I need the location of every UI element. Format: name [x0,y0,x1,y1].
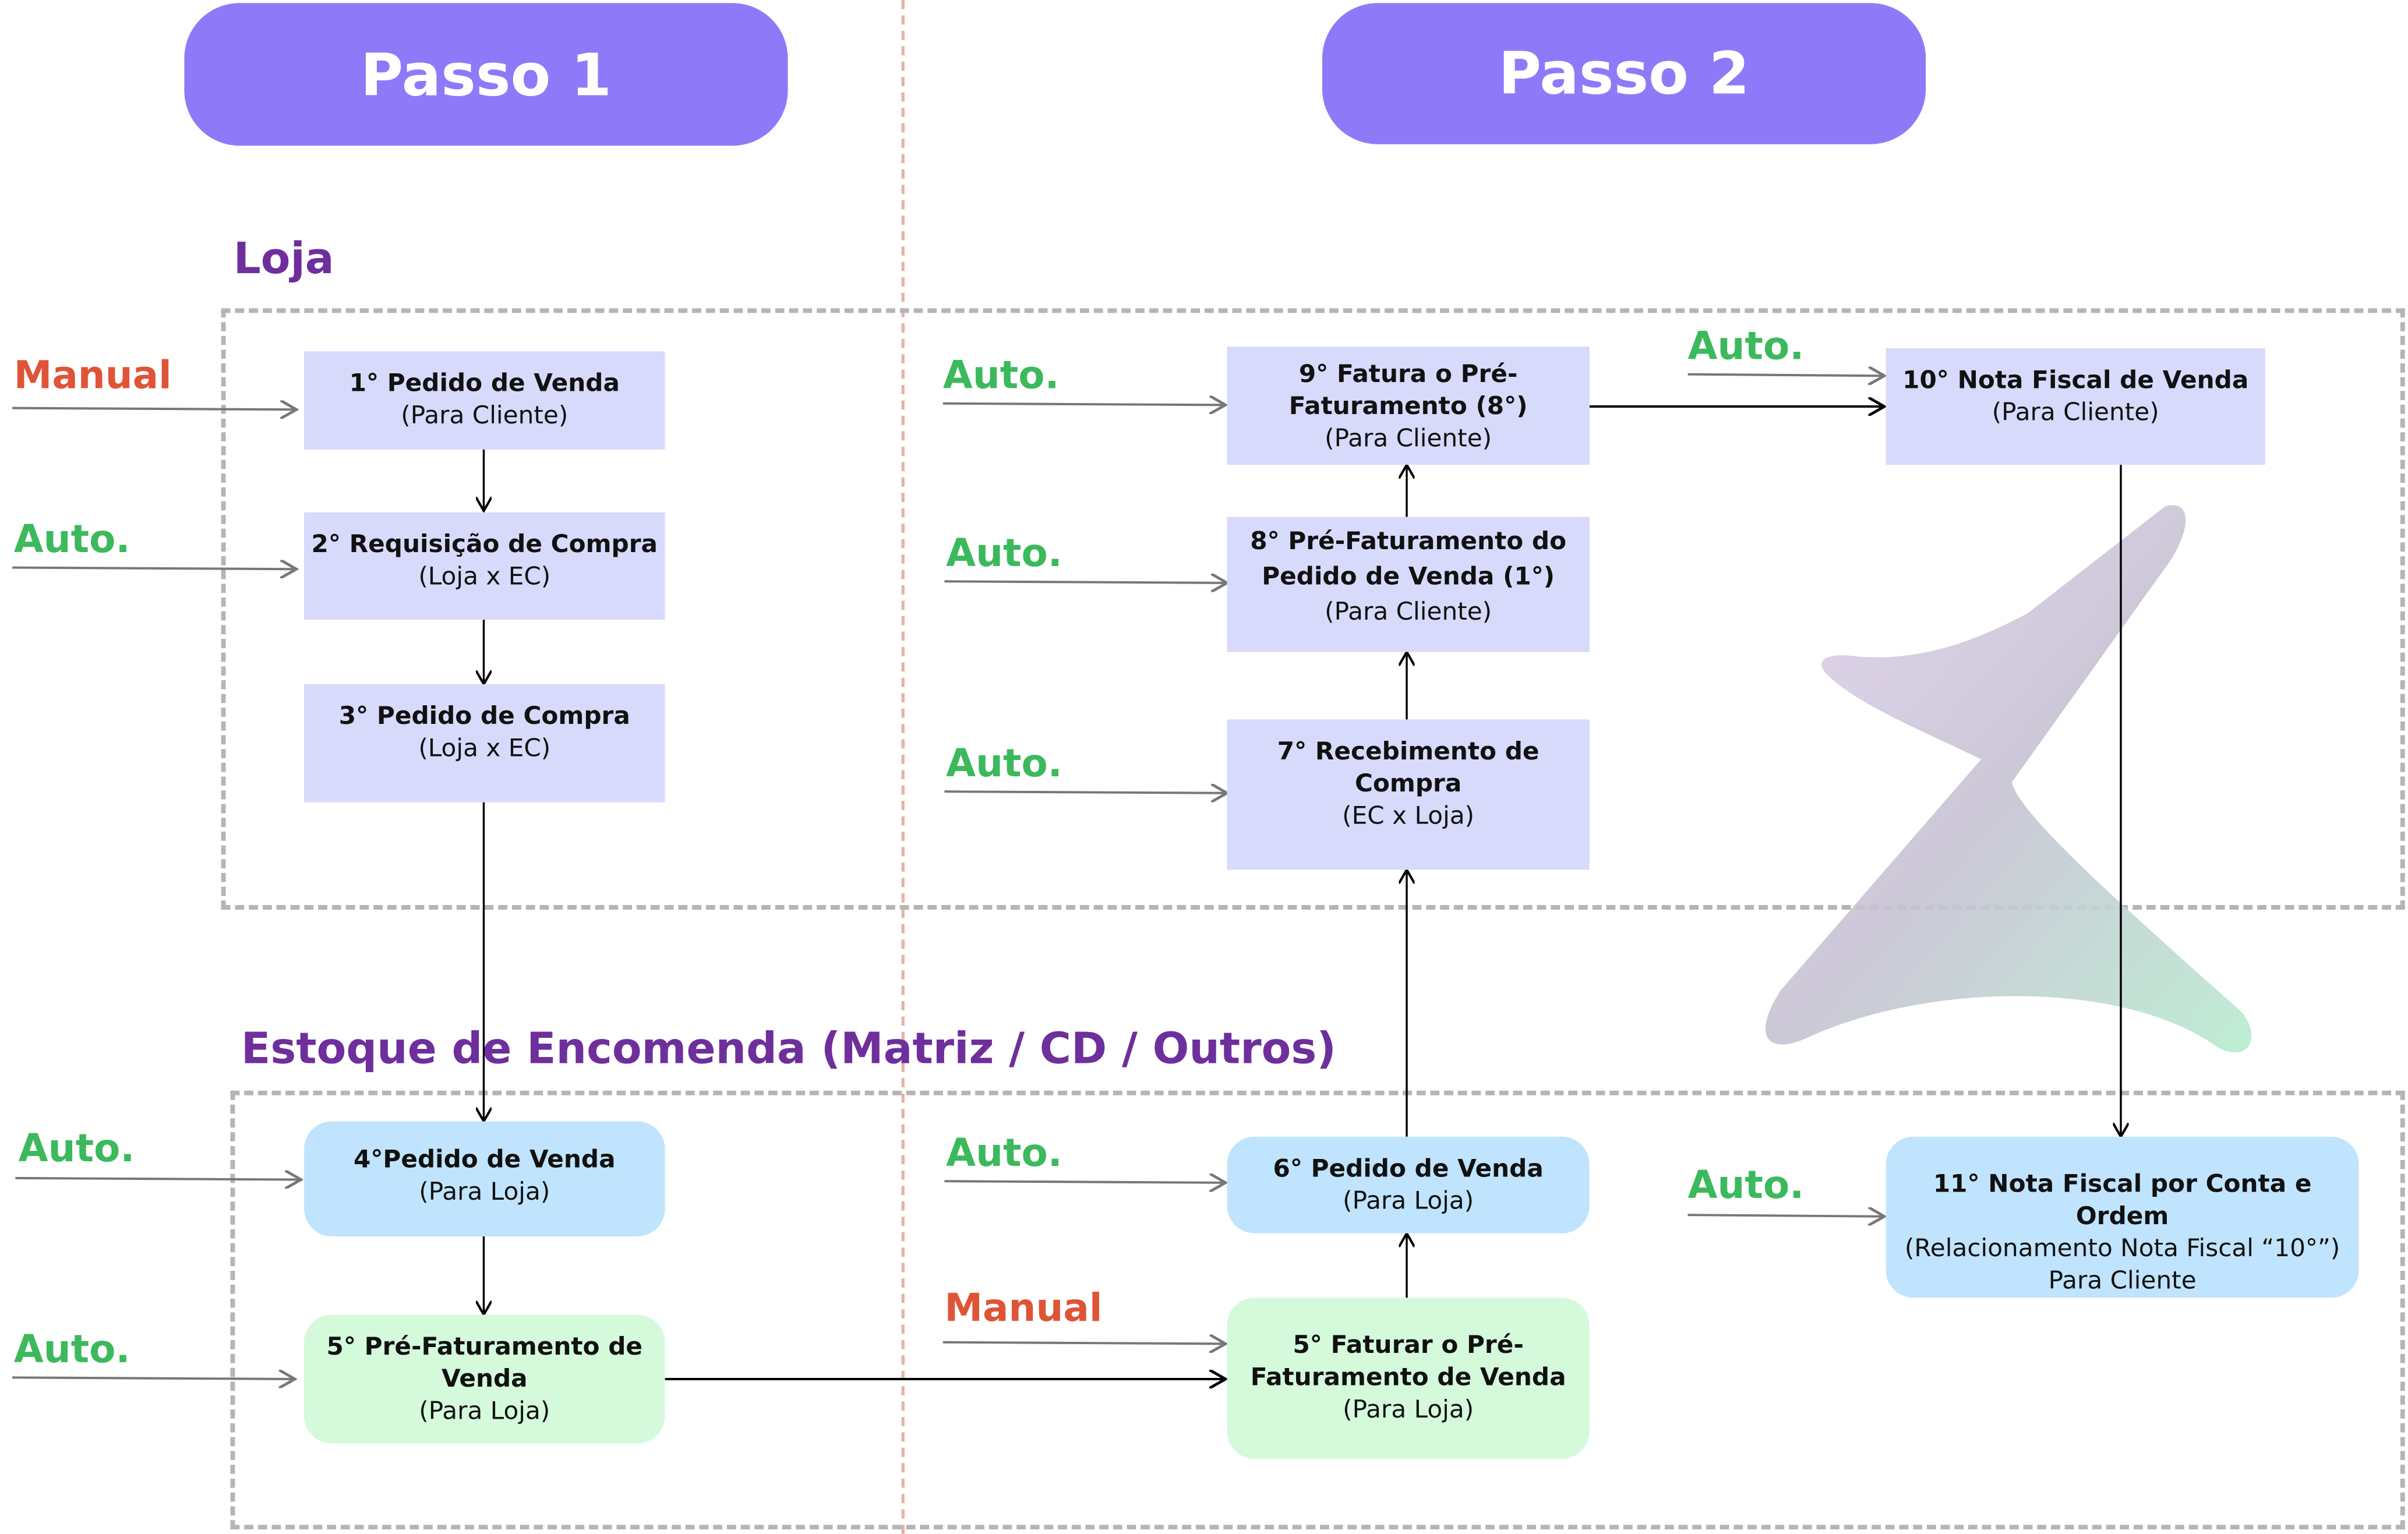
node-10-nota-fiscal-venda: 10° Nota Fiscal de Venda (Para Cliente) [1886,348,2265,465]
trigger-label-auto: Auto. [946,1130,1062,1175]
node-title: 5° Faturar o Pré-Faturamento de Venda [1250,1330,1566,1392]
trigger-label-auto: Auto. [942,352,1060,398]
trigger-arrow-n2 [12,568,296,570]
trigger-label-auto: Auto. [946,741,1062,786]
node-subtitle: (EC x Loja) [1342,800,1475,830]
trigger-arrow-n8 [944,581,1227,583]
node-5-faturar-pre-faturamento: 5° Faturar o Pré-Faturamento de Venda (P… [1227,1298,1590,1459]
node-subtitle: (Loja x EC) [418,733,551,763]
node-subtitle: (Para Cliente) [1325,423,1492,453]
section-box-estoque [230,1090,2405,1530]
node-subtitle: (Para Loja) [419,1395,550,1425]
trigger-label-manual: Manual [13,352,172,398]
node-subtitle: (Para Cliente) [1992,397,2159,427]
trigger-label-auto: Auto. [13,1327,130,1372]
node-title: 10° Nota Fiscal de Venda [1902,365,2249,394]
trigger-arrow-n9 [942,404,1226,405]
node-subtitle: (Relacionamento Nota Fiscal “10°”) [1904,1233,2340,1263]
trigger-arrow-n5a [12,1377,295,1379]
section-title-estoque: Estoque de Encomenda (Matriz / CD / Outr… [241,1023,1337,1074]
section-box-loja [221,308,2405,910]
node-title: 2° Requisição de Compra [311,529,658,559]
node-4-pedido-venda: 4°Pedido de Venda (Para Loja) [304,1121,665,1237]
node-title: 1° Pedido de Venda [349,368,620,398]
step-1-header: Passo 1 [184,3,788,146]
step-divider [901,0,905,1534]
node-subtitle-2: Para Cliente [2048,1266,2197,1295]
node-title: 7° Recebimento de Compra [1277,736,1540,798]
node-title: 9° Fatura o Pré-Faturamento (8°) [1288,359,1528,420]
node-7-recebimento-compra: 7° Recebimento de Compra (EC x Loja) [1227,719,1590,870]
trigger-label-auto: Auto. [18,1126,135,1171]
trigger-arrow-n11 [1687,1215,1884,1217]
node-subtitle: (Para Loja) [419,1176,550,1206]
trigger-label-manual: Manual [944,1285,1103,1330]
section-title-loja: Loja [233,233,334,284]
node-subtitle: (Para Cliente) [1325,596,1492,626]
step-2-label: Passo 2 [1498,40,1750,108]
trigger-arrow-n1 [12,408,296,410]
shape-body [1765,505,2252,1053]
node-title: 5° Pré-Faturamento de Venda [326,1331,643,1393]
trigger-label-auto: Auto. [1687,1162,1805,1207]
node-2-requisicao-compra: 2° Requisição de Compra (Loja x EC) [304,512,665,620]
node-1-pedido-venda: 1° Pedido de Venda (Para Cliente) [304,351,665,450]
node-3-pedido-compra: 3° Pedido de Compra (Loja x EC) [304,684,665,803]
trigger-arrow-n5b [942,1342,1226,1344]
node-subtitle: (Para Loja) [1343,1186,1474,1215]
node-subtitle: (Para Cliente) [401,400,569,430]
trigger-arrow-n10 [1687,374,1884,376]
trigger-arrow-n4 [15,1178,301,1180]
trigger-arrow-n7 [944,791,1227,793]
node-title: 8° Pré-Faturamento do Pedido de Venda (1… [1250,526,1567,591]
trigger-label-auto: Auto. [13,517,130,562]
node-11-nota-fiscal-conta-ordem: 11° Nota Fiscal por Conta e Ordem (Relac… [1886,1136,2359,1298]
node-subtitle: (Para Loja) [1343,1394,1474,1424]
trigger-label-auto: Auto. [946,531,1062,575]
step-2-header: Passo 2 [1322,3,1926,144]
node-8-pre-faturamento-pedido: 8° Pré-Faturamento do Pedido de Venda (1… [1227,517,1590,652]
node-5-pre-faturamento-venda: 5° Pré-Faturamento de Venda (Para Loja) [304,1314,665,1444]
node-title: 6° Pedido de Venda [1273,1153,1544,1183]
trigger-arrow-n6 [944,1181,1225,1183]
node-title: 4°Pedido de Venda [353,1144,616,1174]
node-9-fatura-pre-faturamento: 9° Fatura o Pré-Faturamento (8°) (Para C… [1227,347,1590,465]
node-subtitle: (Loja x EC) [418,561,551,591]
node-6-pedido-venda: 6° Pedido de Venda (Para Loja) [1227,1136,1590,1233]
step-1-label: Passo 1 [360,40,612,108]
trigger-label-auto: Auto. [1687,323,1805,369]
node-title: 3° Pedido de Compra [338,701,630,730]
decorative-3d-shape-icon [1765,505,2252,1053]
node-title: 11° Nota Fiscal por Conta e Ordem [1933,1169,2312,1231]
